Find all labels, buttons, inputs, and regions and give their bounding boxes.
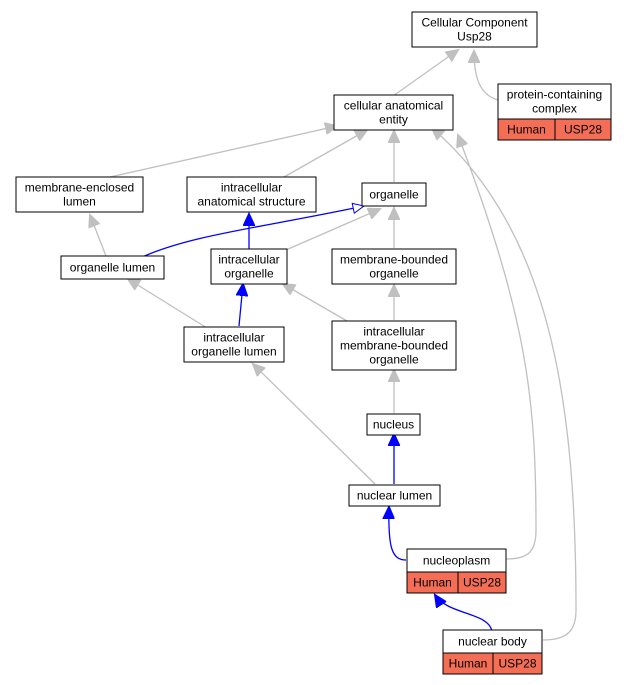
edge-cae-root	[392, 50, 458, 97]
node-label-line: cellular anatomical	[344, 99, 443, 113]
node-orgl[interactable]: organelle lumen	[60, 255, 165, 280]
edge-nb-np	[435, 595, 493, 632]
edge-orgl-mel	[90, 215, 107, 257]
gene-tag-box	[457, 571, 507, 594]
node-nuc[interactable]: nucleus	[366, 413, 421, 436]
edges	[90, 50, 577, 641]
node-label-line: organelle	[369, 188, 419, 202]
node-box	[186, 176, 317, 213]
node-label-line: nucleoplasm	[423, 554, 490, 568]
species-tag: Human	[507, 123, 546, 137]
gene-tag: USP28	[463, 576, 501, 590]
node-box	[366, 413, 421, 436]
edge-ias-cae	[283, 130, 367, 178]
node-box	[361, 182, 427, 207]
node-label-line: intracellular	[203, 331, 264, 345]
gene-tag-box	[492, 652, 543, 675]
node-label-line: intracellular	[363, 325, 424, 339]
node-label-line: entity	[379, 113, 408, 127]
edge-imbo-io	[283, 284, 348, 322]
edge-iol-io	[239, 284, 243, 327]
species-tag: Human	[413, 576, 452, 590]
node-label-line: nuclear body	[458, 635, 527, 649]
node-label-line: Usp28	[457, 30, 492, 44]
species-tag: Human	[449, 657, 488, 671]
node-label-line: organelle lumen	[191, 345, 276, 359]
edge-nl-iol	[253, 364, 376, 485]
node-box	[15, 176, 144, 213]
edge-nb-cae	[432, 128, 577, 641]
node-box	[331, 248, 457, 285]
node-label-line: membrane-bounded	[340, 253, 448, 267]
node-box	[411, 11, 538, 48]
node-label-line: Cellular Component	[421, 16, 528, 30]
edge-iol-orgl	[128, 279, 208, 329]
node-label-line: organelle	[369, 353, 419, 367]
edge-io-org	[285, 209, 380, 251]
node-label-line: membrane-enclosed	[25, 181, 134, 195]
node-label-line: anatomical structure	[197, 195, 305, 209]
node-box	[333, 94, 454, 131]
edge-np-nl	[389, 507, 407, 561]
node-label-line: organelle	[369, 267, 419, 281]
node-label-line: organelle	[224, 267, 274, 281]
node-org[interactable]: organelle	[361, 182, 427, 207]
node-label-line: intracellular	[221, 181, 282, 195]
node-label-line: nuclear lumen	[357, 489, 432, 503]
node-label-line: intracellular	[218, 253, 279, 267]
edge-pcc-root	[474, 51, 499, 101]
edge-np-cae	[458, 135, 537, 560]
edge-mel-cae	[109, 126, 337, 178]
gene-tag: USP28	[498, 657, 536, 671]
node-box	[497, 83, 612, 120]
node-label-line: nucleus	[373, 418, 414, 432]
node-label-line: lumen	[63, 195, 96, 209]
node-label-line: protein-containing	[507, 88, 602, 102]
node-box	[331, 320, 457, 371]
node-box	[210, 248, 288, 285]
node-label-line: membrane-bounded	[340, 339, 448, 353]
node-box	[60, 255, 165, 280]
node-label-line: organelle lumen	[70, 261, 155, 275]
edge-orgl-org	[139, 202, 366, 259]
node-nl[interactable]: nuclear lumen	[348, 484, 441, 507]
node-label-line: complex	[532, 102, 577, 116]
node-box	[183, 326, 285, 363]
gene-tag: USP28	[564, 123, 602, 137]
node-box	[348, 484, 441, 507]
gene-tag-box	[554, 118, 612, 141]
